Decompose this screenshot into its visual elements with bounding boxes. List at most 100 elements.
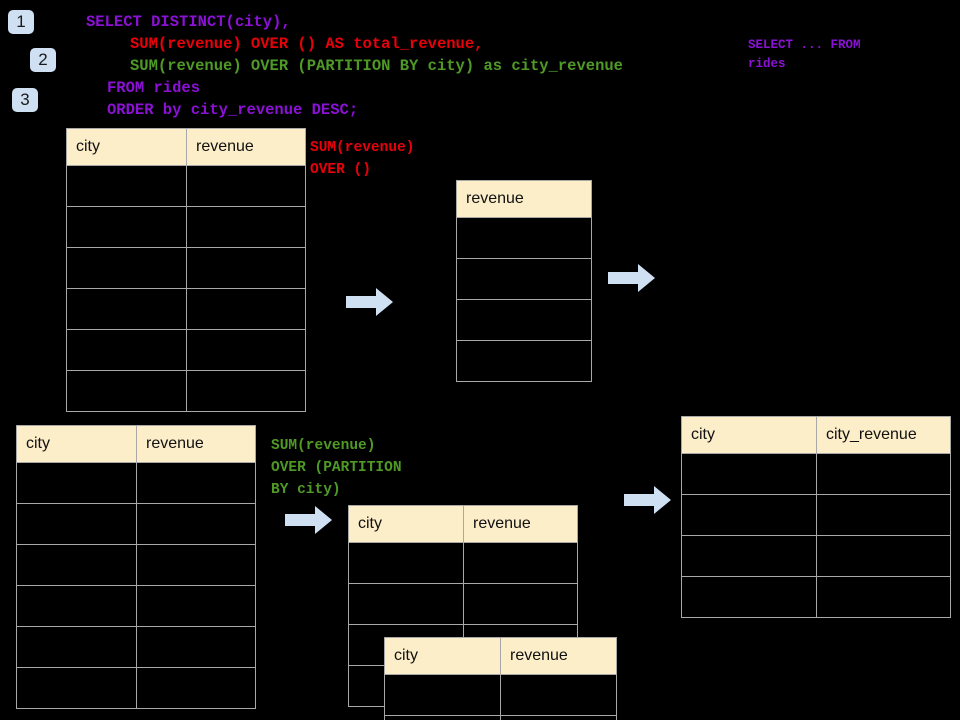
column-header-city: city — [66, 128, 187, 166]
table-cell — [463, 583, 578, 625]
table-cell — [456, 217, 592, 259]
total-revenue-table: revenue — [456, 180, 592, 382]
sql-line-select: SELECT DISTINCT(city), — [86, 13, 291, 31]
sql-line-total-revenue: SUM(revenue) OVER () AS total_revenue, — [130, 35, 484, 53]
arrow-total-revenue-out — [608, 263, 656, 293]
table-header-row: revenue — [456, 180, 592, 218]
column-header-city: city — [16, 425, 137, 463]
sql-line-city-revenue: SUM(revenue) OVER (PARTITION BY city) as… — [130, 57, 623, 75]
step-badge-1: 1 — [8, 10, 34, 34]
table-row — [681, 576, 951, 618]
table-cell — [186, 206, 306, 248]
table-cell — [816, 453, 951, 495]
table-row — [348, 583, 578, 625]
table-cell — [66, 370, 187, 412]
step-badge-3: 3 — [12, 88, 38, 112]
table-row — [16, 503, 256, 545]
table-cell — [136, 544, 256, 586]
table-cell — [66, 247, 187, 289]
table-cell — [186, 165, 306, 207]
sql-aside-note: SELECT ... FROM rides — [748, 38, 861, 71]
table-cell — [186, 247, 306, 289]
table-header-row: city revenue — [384, 637, 617, 675]
column-header-revenue: revenue — [136, 425, 256, 463]
annotation-over-empty: SUM(revenue) OVER () — [310, 140, 415, 178]
sql-line-from: FROM rides — [107, 79, 201, 97]
table-row — [66, 206, 306, 248]
table-row — [16, 585, 256, 627]
table-cell — [16, 667, 137, 709]
table-header-row: city revenue — [16, 425, 256, 463]
arrow-to-result — [624, 485, 672, 515]
table-cell — [348, 542, 464, 584]
table-row — [16, 544, 256, 586]
annotation-over-partition: SUM(revenue) OVER (PARTITION BY city) — [271, 438, 402, 498]
table-row — [456, 299, 592, 341]
table-cell — [456, 258, 592, 300]
partition-group-table-front: city revenue — [384, 637, 617, 720]
table-cell — [136, 667, 256, 709]
table-cell — [186, 329, 306, 371]
table-cell — [500, 715, 617, 720]
table-header-row: city revenue — [348, 505, 578, 543]
table-cell — [816, 535, 951, 577]
table-cell — [16, 544, 137, 586]
table-cell — [136, 503, 256, 545]
table-row — [456, 217, 592, 259]
column-header-city-revenue: city_revenue — [816, 416, 951, 454]
table-cell — [186, 288, 306, 330]
table-cell — [463, 542, 578, 584]
table-cell — [456, 299, 592, 341]
column-header-revenue: revenue — [463, 505, 578, 543]
table-row — [681, 494, 951, 536]
arrow-to-partition-groups — [285, 505, 333, 535]
table-row — [456, 340, 592, 382]
table-cell — [500, 674, 617, 716]
table-cell — [16, 585, 137, 627]
table-cell — [348, 583, 464, 625]
column-header-revenue: revenue — [500, 637, 617, 675]
table-row — [66, 329, 306, 371]
table-row — [384, 674, 617, 716]
table-row — [16, 626, 256, 668]
table-cell — [186, 370, 306, 412]
table-cell — [66, 165, 187, 207]
table-cell — [66, 206, 187, 248]
table-row — [681, 535, 951, 577]
table-cell — [384, 715, 501, 720]
rides-source-table-partitioned: city revenue — [16, 425, 256, 709]
column-header-city: city — [681, 416, 817, 454]
table-row — [66, 247, 306, 289]
table-cell — [136, 462, 256, 504]
table-header-row: city revenue — [66, 128, 306, 166]
table-row — [66, 370, 306, 412]
table-cell — [816, 576, 951, 618]
column-header-city: city — [384, 637, 501, 675]
table-row — [456, 258, 592, 300]
step-badge-2: 2 — [30, 48, 56, 72]
table-row — [348, 542, 578, 584]
table-header-row: city city_revenue — [681, 416, 951, 454]
table-cell — [681, 576, 817, 618]
table-cell — [16, 503, 137, 545]
table-cell — [16, 626, 137, 668]
column-header-revenue: revenue — [456, 180, 592, 218]
sql-line-order-by: ORDER by city_revenue DESC; — [107, 101, 359, 119]
rides-source-table: city revenue — [66, 128, 306, 412]
result-table: city city_revenue — [681, 416, 951, 618]
table-row — [681, 453, 951, 495]
column-header-city: city — [348, 505, 464, 543]
column-header-revenue: revenue — [186, 128, 306, 166]
table-cell — [681, 453, 817, 495]
table-row — [16, 667, 256, 709]
table-row — [66, 165, 306, 207]
table-cell — [66, 329, 187, 371]
table-row — [16, 462, 256, 504]
table-cell — [681, 535, 817, 577]
arrow-to-total-revenue — [346, 287, 394, 317]
table-cell — [456, 340, 592, 382]
table-cell — [66, 288, 187, 330]
table-cell — [136, 626, 256, 668]
table-cell — [681, 494, 817, 536]
